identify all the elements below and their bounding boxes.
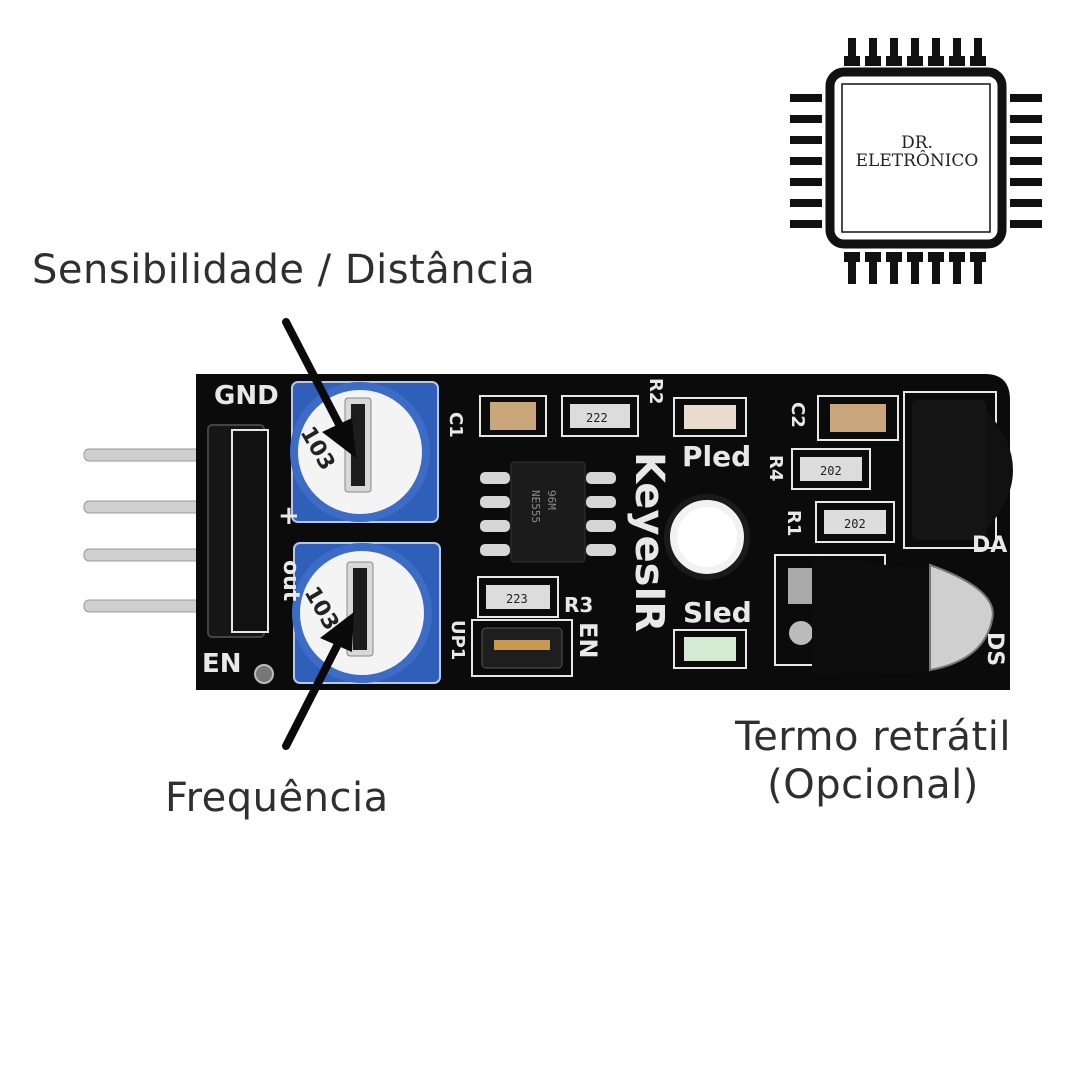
- annotation-frequency: Frequência: [165, 775, 389, 821]
- side-label-da: DA: [972, 533, 1007, 558]
- jumper-en: [471, 619, 573, 677]
- silkscreen: GND + out EN Pled Sled KeyesIR C1 R2 C2 …: [202, 378, 1007, 679]
- pin-label-out: out: [278, 560, 303, 602]
- jumper-label-up1: UP1: [447, 620, 468, 660]
- ir-receiver: [903, 391, 1013, 549]
- arrow-frequency: [282, 612, 354, 750]
- chip-marking-2: 96M: [545, 490, 558, 510]
- res-label-r2: R2: [645, 378, 666, 404]
- pin-label-en: EN: [202, 649, 242, 679]
- pin-label-plus: +: [278, 501, 300, 531]
- logo-text: DR. ELETRÔNICO: [842, 134, 992, 170]
- annotation-heat-shrink-line2: (Opcional): [767, 762, 979, 808]
- annotation-heat-shrink-line1: Termo retrátil: [735, 714, 1011, 760]
- led-label-pled: Pled: [682, 440, 751, 473]
- ir-emitter-heat-shrink: [774, 554, 994, 676]
- potentiometer-frequency: [292, 542, 441, 684]
- brand-label: KeyesIR: [626, 452, 672, 632]
- cap-label-c1: C1: [445, 412, 466, 438]
- side-label-ds: DS: [982, 632, 1007, 666]
- res-code-r2: 222: [586, 411, 608, 425]
- pin-label-gnd: GND: [214, 381, 279, 411]
- ne555-chip: [480, 461, 616, 563]
- res-code-r4: 202: [820, 464, 842, 478]
- res-label-r3: R3: [564, 593, 593, 617]
- smd-components: [477, 395, 899, 669]
- res-label-r1: R1: [783, 510, 804, 536]
- cap-label-c2: C2: [787, 402, 808, 428]
- res-label-r4: R4: [765, 455, 786, 481]
- led-label-sled: Sled: [683, 596, 752, 629]
- potentiometer-sensitivity: [290, 381, 439, 523]
- res-code-r1: 202: [844, 517, 866, 531]
- dr-eletronico-logo: [790, 38, 1042, 284]
- logo-line-1: DR.: [901, 133, 933, 153]
- annotation-heat-shrink: Termo retrátil (Opcional): [728, 713, 1018, 809]
- jumper-label-en: EN: [574, 622, 602, 658]
- chip-marking-1: NE555: [529, 490, 542, 523]
- arrow-sensitivity: [282, 318, 356, 458]
- annotation-sensitivity: Sensibilidade / Distância: [32, 247, 536, 293]
- res-code-r3: 223: [506, 592, 528, 606]
- logo-line-2: ELETRÔNICO: [855, 151, 979, 171]
